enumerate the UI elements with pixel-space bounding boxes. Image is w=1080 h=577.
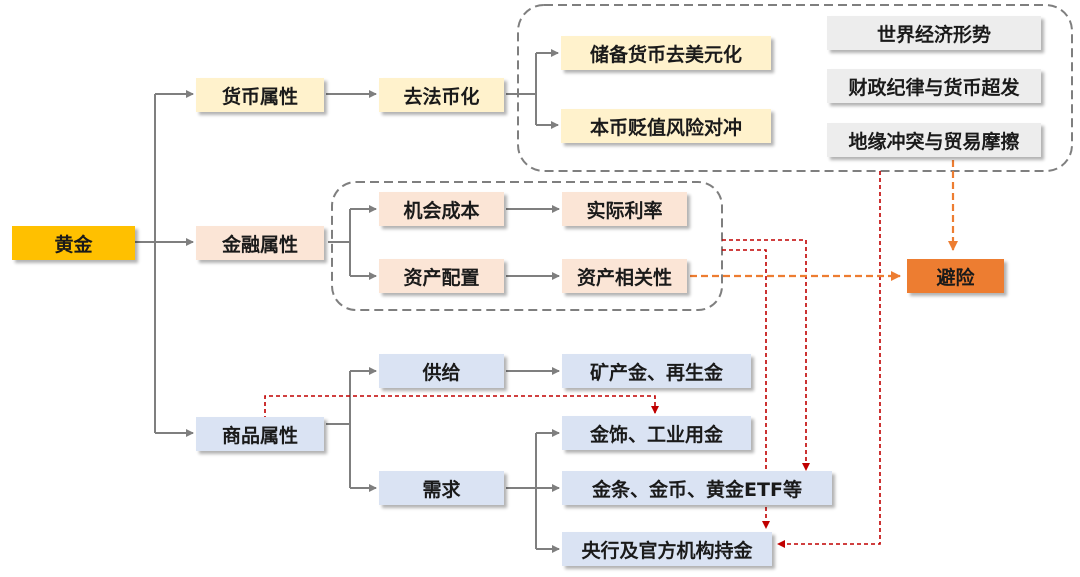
node-asset-allocation: 资产配置 <box>379 259 504 293</box>
node-mine-recycle: 矿产金、再生金 <box>562 354 751 388</box>
group-box-financial <box>331 181 723 311</box>
node-local-depreciation-hedge: 本币贬值风险对冲 <box>561 109 771 143</box>
node-geo-trade: 地缘冲突与贸易摩擦 <box>827 123 1041 157</box>
red-link-financial-central <box>722 249 770 529</box>
node-fiscal-monetary: 财政纪律与货币超发 <box>827 69 1041 103</box>
node-world-economy: 世界经济形势 <box>827 16 1041 50</box>
node-central-bank: 央行及官方机构持金 <box>562 532 772 566</box>
node-safe-haven: 避险 <box>907 259 1004 293</box>
node-reserve-dedollar: 储备货币去美元化 <box>561 36 771 70</box>
node-de-fiat: 去法币化 <box>379 78 504 112</box>
red-link-commodity-jewelry <box>264 395 659 420</box>
red-link-currency-central <box>777 171 881 548</box>
group-box-currency <box>517 4 1073 172</box>
node-jewelry-industrial: 金饰、工业用金 <box>562 416 751 450</box>
node-real-rate: 实际利率 <box>562 192 687 226</box>
node-supply: 供给 <box>379 354 504 388</box>
node-demand: 需求 <box>379 471 504 505</box>
node-currency-attr: 货币属性 <box>196 78 324 112</box>
node-asset-correlation: 资产相关性 <box>562 259 687 293</box>
node-opportunity-cost: 机会成本 <box>379 192 504 226</box>
node-financial-attr: 金融属性 <box>196 226 324 260</box>
red-link-financial-bars <box>722 239 810 471</box>
node-gold: 黄金 <box>12 226 135 260</box>
node-commodity-attr: 商品属性 <box>196 417 324 451</box>
node-bars-coins-etf: 金条、金币、黄金ETF等 <box>562 471 832 505</box>
